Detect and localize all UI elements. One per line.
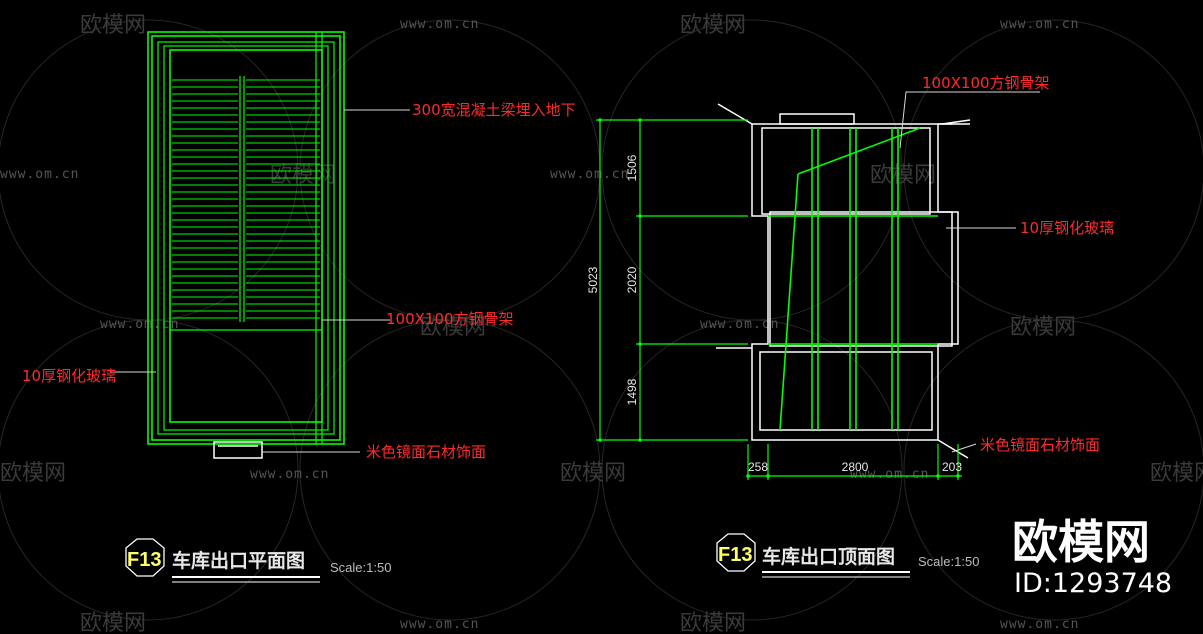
top-title-code: F13 (718, 544, 752, 566)
watermark-brand: 欧模网 (680, 13, 746, 38)
top-label-stone: 米色镜面石材饰面 (980, 436, 1100, 454)
title-code-badge (716, 533, 756, 572)
watermark-brand: 欧模网 (80, 611, 146, 634)
dim-width-1: 258 (748, 460, 768, 474)
dim-total: 5023 (586, 266, 600, 293)
top-view-title-block: F13 车库出口顶面图 Scale:1:50 (716, 533, 979, 578)
title-code-badge (125, 538, 165, 577)
top-view-drawing (716, 103, 971, 459)
plan-label-glass: 10厚钢化玻璃 (22, 367, 116, 385)
watermark-brand: 欧模网 (560, 461, 626, 486)
plan-title-text: 车库出口平面图 (172, 549, 305, 572)
dim-width-3: 203 (942, 460, 962, 474)
plan-title-scale: Scale:1:50 (330, 560, 391, 575)
corner-brand-logo: 欧模网 (1012, 515, 1150, 569)
watermark-site: www.om.cn (100, 317, 179, 332)
watermark-brand: 欧模网 (420, 315, 486, 340)
watermark-brand: 欧模网 (680, 611, 746, 634)
watermark-brand: 欧模网 (270, 163, 336, 188)
dim-segment-3: 1498 (625, 378, 639, 405)
watermark-site: www.om.cn (250, 467, 329, 482)
watermark-brand: 欧模网 (1010, 315, 1076, 340)
top-view-dimensions (596, 118, 962, 480)
plan-label-frame: 100X100方钢骨架 (386, 310, 514, 328)
top-title-scale: Scale:1:50 (918, 554, 979, 569)
corner-brand-id: ID:1293748 (1014, 568, 1172, 599)
watermark-site: www.om.cn (0, 167, 79, 182)
plan-leaders (110, 109, 410, 453)
watermark-site: www.om.cn (1000, 617, 1079, 632)
stair-treads (172, 79, 320, 319)
watermark-site: www.om.cn (550, 167, 629, 182)
top-title-text: 车库出口顶面图 (762, 545, 895, 568)
dim-segment-2: 2020 (625, 266, 639, 293)
plan-view-drawing (147, 31, 345, 459)
top-label-frame: 100X100方钢骨架 (922, 74, 1050, 92)
watermark-site: www.om.cn (1000, 17, 1079, 32)
plan-label-stone: 米色镜面石材饰面 (366, 443, 486, 461)
top-view-leaders (899, 91, 1040, 453)
plan-title-code: F13 (127, 549, 161, 571)
watermark-site: www.om.cn (400, 617, 479, 632)
watermark-site: www.om.cn (400, 17, 479, 32)
dim-segment-1: 1506 (625, 154, 639, 181)
plan-title-block: F13 车库出口平面图 Scale:1:50 (125, 538, 391, 583)
watermark-brand: 欧模网 (1150, 461, 1203, 486)
watermark-brand: 欧模网 (80, 13, 146, 38)
watermark-brand: 欧模网 (0, 461, 66, 486)
top-label-glass: 10厚钢化玻璃 (1020, 219, 1114, 237)
watermark-site: www.om.cn (700, 317, 779, 332)
plan-label-beam: 300宽混凝土梁埋入地下 (412, 101, 576, 119)
watermark-brand: 欧模网 (870, 163, 936, 188)
watermark-site: www.om.cn (850, 467, 929, 482)
dim-width-2: 2800 (842, 460, 869, 474)
